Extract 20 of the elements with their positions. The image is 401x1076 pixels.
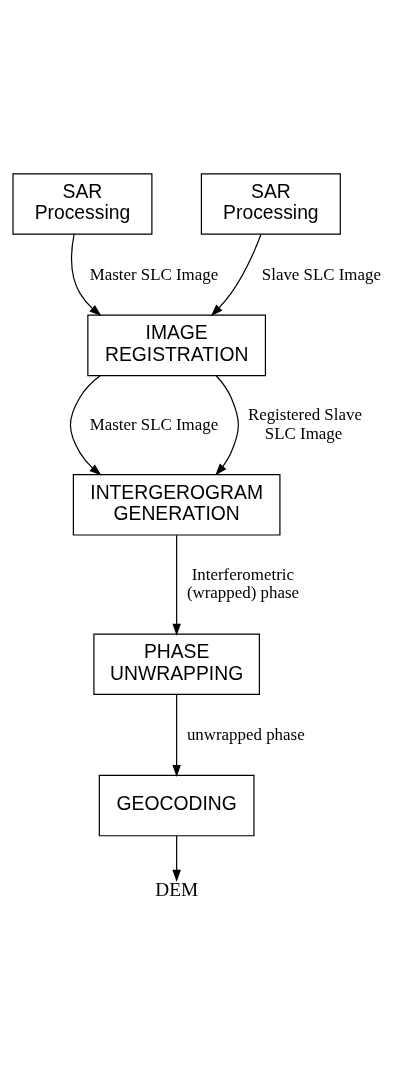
edge-label: Registered Slave SLC Image — [247, 405, 362, 443]
arrow — [69, 375, 102, 476]
node-box: PHASE UNWRAPPING — [93, 633, 260, 696]
arrow — [172, 693, 181, 778]
arrow — [215, 375, 239, 476]
edge-label: Master SLC Image — [89, 264, 219, 284]
node-box: SAR Processing — [200, 173, 341, 235]
node-box: GEOCODING — [98, 774, 255, 837]
node-box: SAR Processing — [12, 173, 153, 235]
edge-label: Master SLC Image — [89, 415, 219, 435]
arrow — [172, 534, 181, 636]
arrow — [172, 835, 181, 882]
node-text: DEM — [155, 878, 199, 900]
arrow — [71, 233, 102, 317]
edge-label: Interferometric (wrapped) phase — [186, 564, 300, 603]
node-box: IMAGE REGISTRATION — [87, 314, 267, 377]
edge-label: Slave SLC Image — [261, 264, 381, 284]
node-box: INTERGEROGRAM GENERATION — [72, 474, 281, 536]
arrow — [210, 233, 262, 317]
edge-label: unwrapped phase — [186, 724, 305, 744]
